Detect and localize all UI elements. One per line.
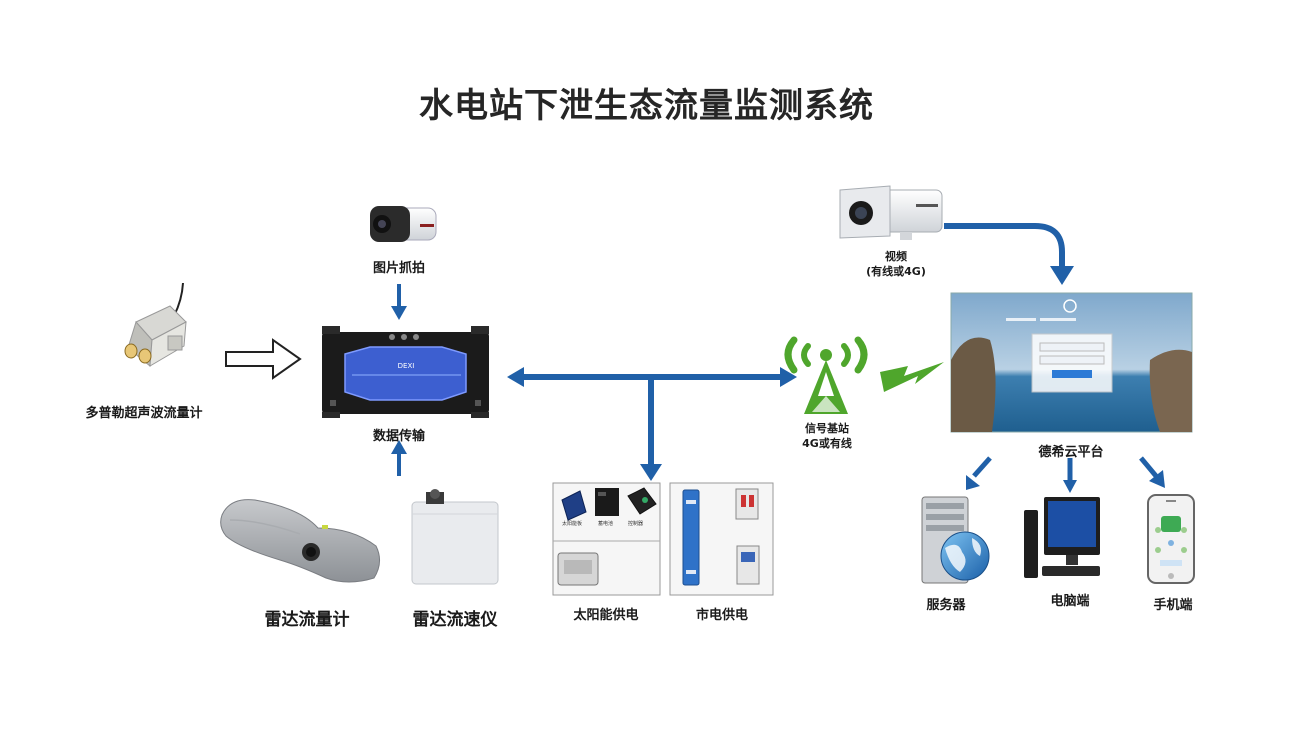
label-radar-flowmeter: 雷达流量计 [264, 610, 350, 630]
label-doppler-flowmeter: 多普勒超声波流量计 [85, 406, 203, 421]
label-base-station: 信号基站 [805, 422, 849, 435]
label-base-station-sub: 4G或有线 [802, 437, 852, 450]
label-radar-velocimeter: 雷达流速仪 [412, 610, 498, 630]
arrows-cloud-to-clients [966, 456, 1165, 493]
label-capture: 图片抓拍 [372, 261, 425, 276]
label-mobile: 手机端 [1153, 598, 1193, 613]
bullet-camera-icon [370, 206, 437, 242]
label-server: 服务器 [926, 598, 966, 613]
data-terminal-icon: DEXI [322, 326, 489, 418]
arrow-video-to-cloud [944, 223, 1074, 285]
svg-text:蓄电池: 蓄电池 [598, 520, 613, 527]
svg-text:太阳能板: 太阳能板 [562, 520, 582, 527]
label-cloud-platform: 德希云平台 [1038, 445, 1104, 460]
antenna-tower-icon [784, 336, 868, 414]
mobile-phone-icon [1147, 494, 1195, 584]
cloud-platform-icon [950, 292, 1193, 433]
label-solar-power: 太阳能供电 [573, 608, 639, 623]
doppler-sensor-icon [124, 282, 187, 367]
arrow-capture-to-transmission [391, 284, 407, 320]
wireless-signal-bolt [880, 362, 944, 392]
grid-power-icon [669, 482, 774, 596]
server-icon [921, 496, 990, 584]
arrow-radar-to-transmission [391, 440, 407, 476]
diagram-title: 水电站下泄生态流量监测系统 [419, 86, 874, 126]
label-data-transmission: 数据传输 [372, 429, 425, 444]
desktop-pc-icon [1024, 497, 1100, 578]
arrow-doppler-to-transmission [225, 338, 302, 380]
svg-text:DEXI: DEXI [398, 362, 415, 370]
solar-panel-icon: 太阳能板 蓄电池 控制器 [552, 482, 661, 596]
label-video-sub: (有线或4G) [866, 265, 926, 278]
video-camera-icon [839, 185, 943, 240]
svg-text:控制器: 控制器 [628, 520, 643, 527]
arrow-transmission-base-station [507, 367, 797, 481]
label-grid-power: 市电供电 [695, 608, 748, 623]
label-video: 视频 [885, 250, 907, 263]
label-pc: 电脑端 [1050, 594, 1090, 609]
radar-velocimeter-icon [411, 489, 499, 585]
radar-flowmeter-icon [220, 499, 380, 583]
